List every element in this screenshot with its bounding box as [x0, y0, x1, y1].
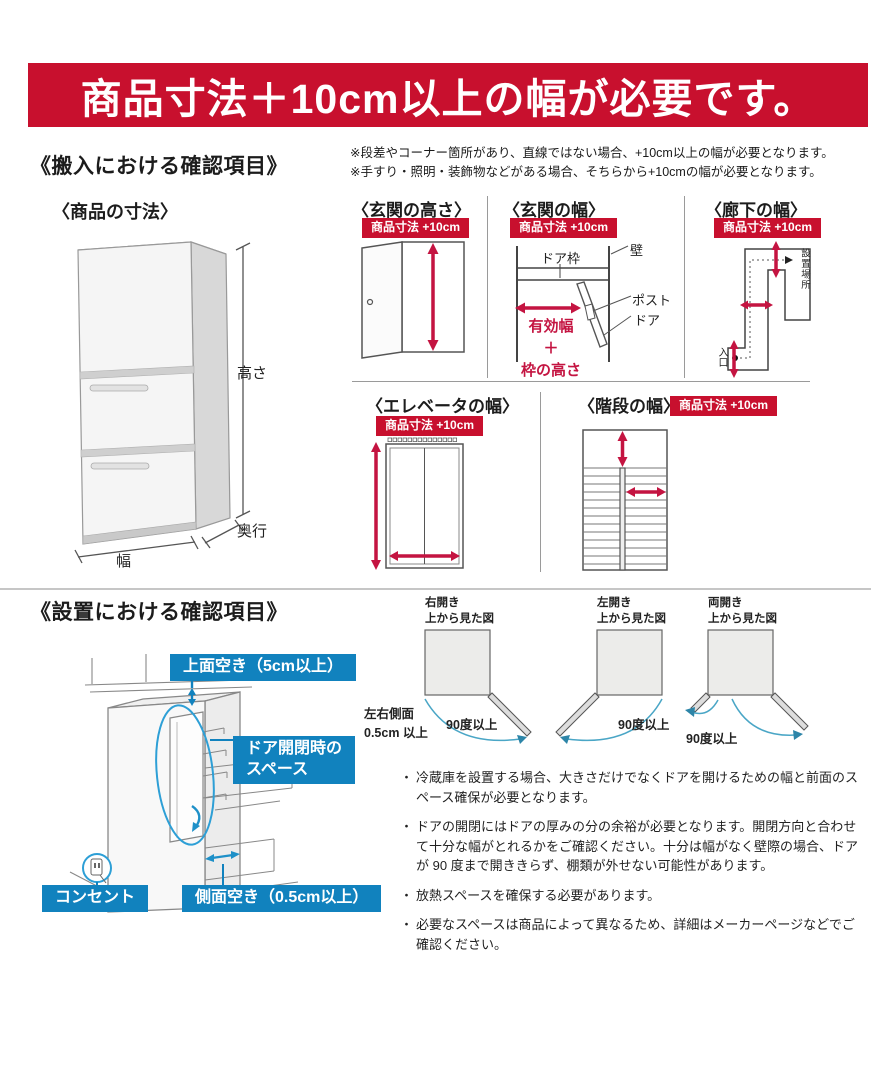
divider — [487, 196, 488, 378]
outlet-callout: コンセント — [42, 885, 149, 912]
top-clearance-callout: 上面空き（5cm以上） — [170, 654, 357, 681]
view-title: 両開き 上から見た図 — [708, 597, 777, 625]
bullet-mark: ・ — [400, 887, 414, 903]
door-space-callout: ドア開閉時の スペース — [233, 736, 356, 784]
note-item: ・ ドアの開閉にはドアの厚みの分の余裕が必要となります。開閉方向と合わせて十分な… — [400, 817, 864, 876]
stairs-width-diagram — [582, 429, 668, 571]
effective-width-note: 有効幅 ＋ 枠の高さ — [520, 318, 581, 379]
dim-depth-label: 奥行 — [237, 523, 268, 540]
bullet-mark: ・ — [400, 819, 414, 834]
angle-label: 90度以上 — [446, 718, 498, 732]
side-clearance-callout: 側面空き（0.5cm以上） — [182, 885, 382, 912]
plus10-badge: 商品寸法 +10cm — [376, 416, 484, 436]
view-title: 右開き 上から見た図 — [425, 597, 494, 625]
hallway-width-heading: 〈廊下の幅〉 — [705, 201, 807, 220]
note-item: ・ 冷蔵庫を設置する場合、大きさだけでなくドアを開けるための幅と前面のスペース確… — [400, 768, 864, 807]
wall-label: 壁 — [630, 243, 644, 258]
banner: 商品寸法＋10cm以上の幅が必要です。 — [28, 63, 868, 127]
product-dims-heading: 〈商品の寸法〉 — [52, 202, 178, 222]
view-left-diagram — [555, 629, 663, 744]
hallway-width-diagram — [727, 241, 811, 378]
angle-label: 90度以上 — [618, 718, 670, 732]
divider — [684, 196, 685, 378]
stairs-width-heading: 〈階段の幅〉 — [578, 397, 680, 416]
plus10-badge: 商品寸法 +10cm — [670, 396, 778, 416]
section-divider — [0, 588, 871, 590]
plus10-badge: 商品寸法 +10cm — [714, 218, 822, 238]
view-title: 左開き 上から見た図 — [597, 597, 666, 625]
entrance-label: 入口 — [716, 347, 727, 367]
bullet-mark: ・ — [400, 917, 414, 932]
entrance-width-heading: 〈玄関の幅〉 — [503, 201, 605, 220]
view-both-diagram — [685, 629, 809, 740]
installation-heading: 《設置における確認項目》 — [30, 601, 288, 624]
view-right-diagram — [424, 629, 532, 744]
entrance-height-heading: 〈玄関の高さ〉 — [352, 201, 471, 220]
note-item: ・ 必要なスペースは商品によって異なるため、詳細はメーカーページなどでご確認くだ… — [400, 915, 864, 954]
door-label: ドア — [634, 313, 661, 328]
plus10-badge: 商品寸法 +10cm — [510, 218, 618, 238]
elevator-width-diagram — [371, 437, 464, 570]
dim-width-label: 幅 — [116, 553, 132, 570]
view-right-opening: 右開き 上から見た図 90度以上 — [398, 596, 548, 766]
carry-in-heading: 《搬入における確認項目》 — [30, 155, 288, 178]
view-both-opening: 両開き 上から見た図 90度以上 — [672, 596, 847, 766]
view-left-opening: 左開き 上から見た図 90度以上 — [540, 596, 700, 766]
angle-label: 90度以上 — [686, 732, 738, 746]
door-frame-label: ドア枠 — [541, 251, 581, 266]
banner-title: 商品寸法＋10cm以上の幅が必要です。 — [80, 76, 816, 122]
post-label: ポスト — [632, 293, 672, 308]
plus10-badge: 商品寸法 +10cm — [362, 218, 470, 238]
dim-height-label: 高さ — [237, 365, 268, 382]
placement-label: 設置場所 — [799, 248, 810, 290]
entrance-width-diagram — [515, 245, 632, 362]
divider — [352, 381, 810, 382]
entrance-height-diagram — [361, 241, 465, 359]
divider — [540, 392, 541, 572]
carry-in-notes: ※段差やコーナー箇所があり、直線ではない場合、+10cm以上の幅が必要となります… — [350, 144, 865, 182]
note-item: ・ 放熱スペースを確保する必要があります。 — [400, 886, 864, 906]
bullet-mark: ・ — [400, 770, 414, 785]
side-face-note: 左右側面 0.5cm 以上 — [364, 707, 428, 740]
elevator-width-heading: 〈エレベータの幅〉 — [366, 397, 519, 416]
note-line: ※手すり・照明・装飾物などがある場合、そちらから+10cmの幅が必要となります。 — [350, 164, 822, 179]
note-line: ※段差やコーナー箇所があり、直線ではない場合、+10cm以上の幅が必要となります… — [350, 146, 834, 160]
installation-notes: ・ 冷蔵庫を設置する場合、大きさだけでなくドアを開けるための幅と前面のスペース確… — [400, 768, 864, 954]
fridge-dimensions-illustration — [74, 241, 251, 564]
